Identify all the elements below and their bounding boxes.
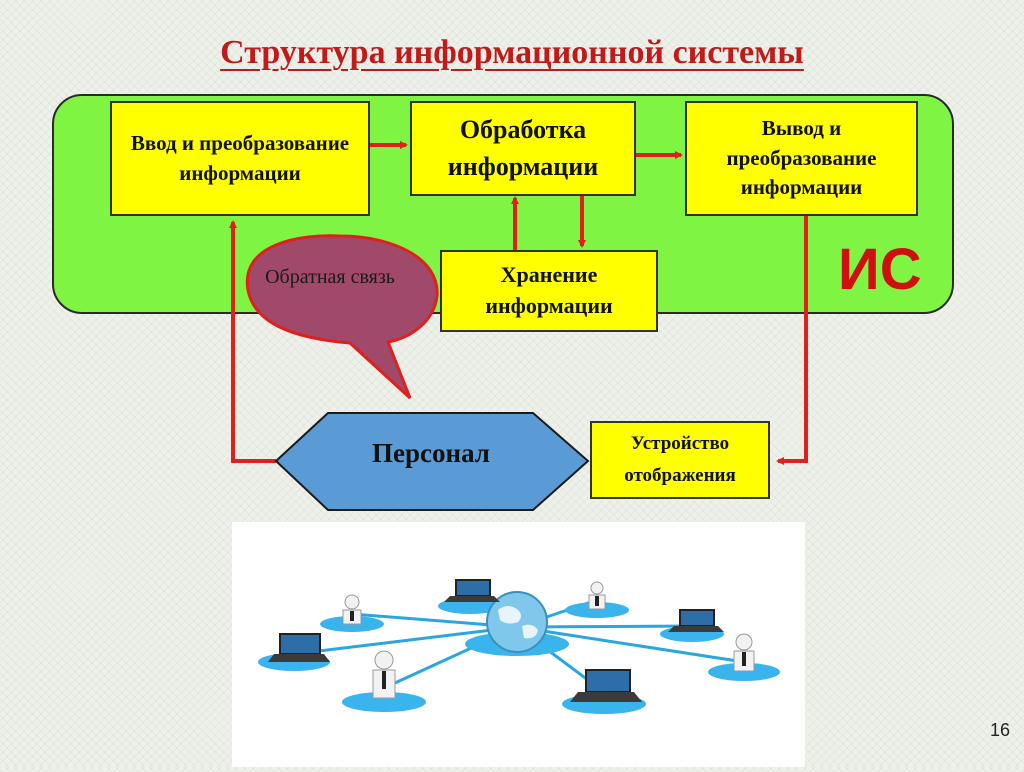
laptop-icon	[268, 633, 330, 662]
output-box: Вывод и преобразование информации	[685, 101, 918, 216]
person-icons	[342, 581, 755, 699]
globe-icon	[486, 591, 548, 653]
input-box-label: Ввод и преобразование информации	[130, 131, 350, 185]
display-device-box: Устройство отображения	[590, 421, 770, 499]
slide-title: Структура информационной системы	[0, 34, 1024, 72]
storage-box-label: Хранение информации	[485, 262, 613, 318]
person-icon	[342, 594, 362, 625]
display-device-label: Устройство отображения	[624, 432, 736, 486]
laptop-icons	[268, 579, 724, 702]
feedback-label: Обратная связь	[265, 266, 395, 288]
personnel-hexagon	[274, 412, 590, 511]
network-graphic	[258, 579, 780, 714]
laptop-icon	[444, 579, 500, 602]
person-icon	[733, 633, 755, 672]
processing-box-label: Обработка информации	[447, 115, 599, 181]
network-illustration	[232, 522, 805, 767]
processing-box: Обработка информации	[410, 101, 636, 196]
personnel-label: Персонал	[372, 438, 490, 468]
person-icon	[372, 650, 396, 699]
arrow-personnel-to-input	[229, 220, 276, 463]
output-box-label: Вывод и преобразование информации	[726, 116, 877, 200]
arrow-output-to-display	[776, 216, 808, 465]
laptop-icon	[668, 609, 724, 632]
storage-box: Хранение информации	[440, 250, 658, 332]
person-icon	[588, 581, 606, 610]
is-label: ИС	[838, 237, 922, 302]
page-number: 16	[990, 720, 1011, 740]
input-box: Ввод и преобразование информации	[110, 101, 370, 216]
laptop-icon	[570, 669, 642, 702]
slide-title-text: Структура информационной системы	[220, 34, 804, 71]
feedback-bubble-shape	[245, 234, 439, 400]
